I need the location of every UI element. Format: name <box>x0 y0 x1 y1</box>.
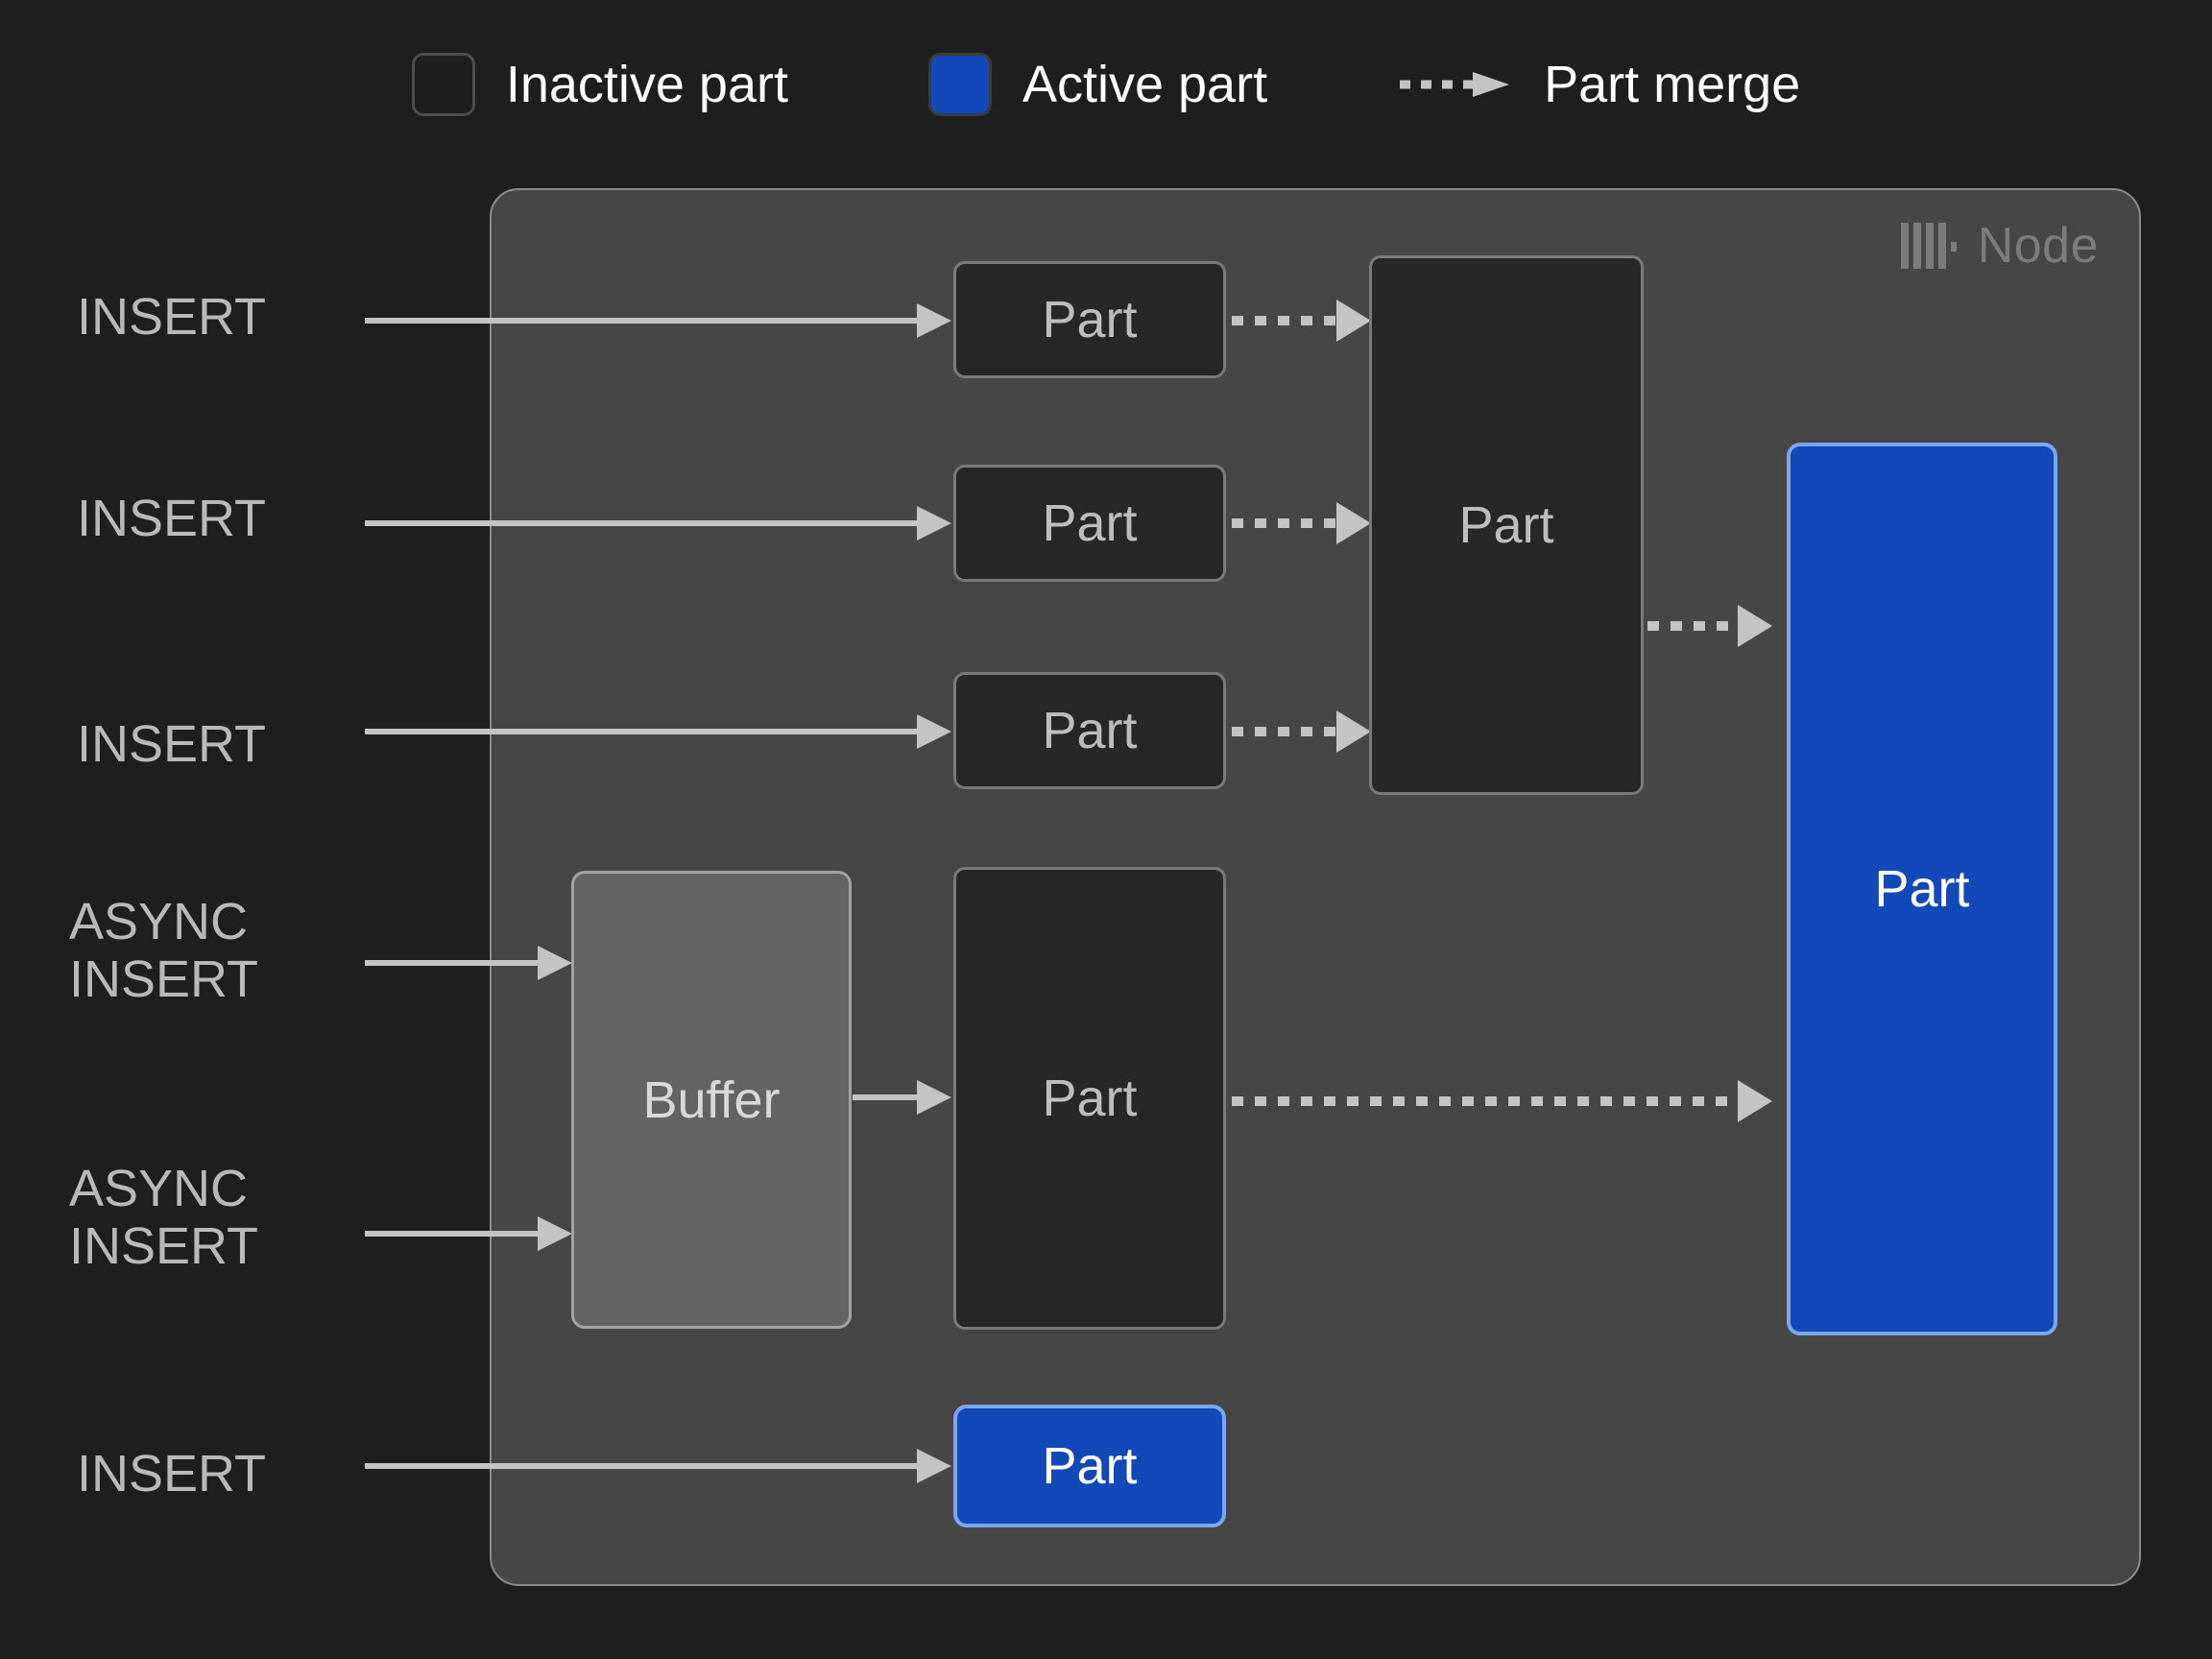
part-box-top-1[interactable]: Part <box>953 261 1226 378</box>
part-box-label: Part <box>1042 291 1138 349</box>
part-box-top-3[interactable]: Part <box>953 672 1226 789</box>
part-box-top-2[interactable]: Part <box>953 465 1226 582</box>
part-box-label: Part <box>1042 1437 1138 1495</box>
part-box-final-active[interactable]: Part <box>1787 443 2057 1335</box>
part-box-label: Part <box>1042 1070 1138 1127</box>
legend-label-part-merge: Part merge <box>1544 56 1801 113</box>
clickhouse-logo-icon <box>1900 223 1957 269</box>
part-box-buffer-flush[interactable]: Part <box>953 867 1226 1330</box>
active-part-swatch-icon <box>927 53 992 116</box>
legend-label-inactive-part: Inactive part <box>505 56 788 113</box>
part-box-label: Part <box>1042 702 1138 759</box>
part-box-bottom-insert-active[interactable]: Part <box>953 1405 1226 1527</box>
part-box-merged-top[interactable]: Part <box>1369 255 1644 795</box>
part-box-label: Part <box>1042 494 1138 552</box>
source-label-async-insert-1: ASYNC INSERT <box>69 893 259 1008</box>
buffer-box[interactable]: Buffer <box>571 871 852 1329</box>
legend-item-active-part: Active part <box>927 53 1268 116</box>
source-label-async-insert-2: ASYNC INSERT <box>69 1160 259 1275</box>
buffer-box-label: Buffer <box>642 1070 781 1129</box>
legend-item-part-merge: Part merge <box>1398 59 1800 110</box>
part-box-label: Part <box>1874 860 1970 918</box>
dashed-arrow-icon <box>1400 72 1510 97</box>
legend: Inactive part Active part Part merge <box>0 46 2212 123</box>
source-label-insert-2: INSERT <box>77 490 267 547</box>
legend-label-active-part: Active part <box>1022 56 1268 113</box>
source-label-insert-1: INSERT <box>77 288 267 346</box>
source-label-insert-3: INSERT <box>77 715 267 773</box>
source-label-insert-4: INSERT <box>77 1445 267 1503</box>
inactive-part-swatch-icon <box>411 53 475 116</box>
legend-item-inactive-part: Inactive part <box>411 53 788 116</box>
node-header: Node <box>1900 218 2099 274</box>
part-box-label: Part <box>1458 496 1554 554</box>
node-title: Node <box>1977 218 2099 274</box>
